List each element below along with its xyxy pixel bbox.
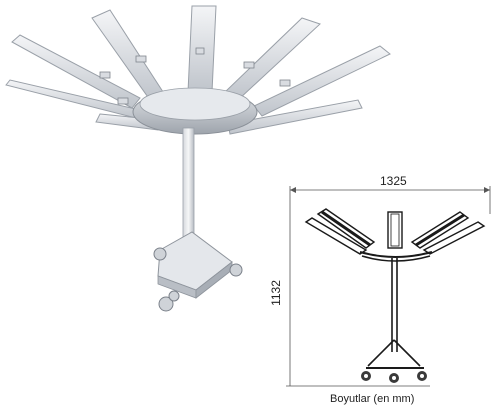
line-art-wheels (361, 371, 427, 383)
dimension-arrows (290, 187, 490, 193)
rotor-hub (132, 87, 258, 135)
dimension-lines (286, 186, 491, 387)
height-dimension-label: 1132 (268, 280, 283, 306)
machine-line-art (304, 208, 486, 369)
rotor-arms (5, 5, 391, 135)
caster-wheel (229, 263, 243, 277)
width-dimension-label: 1325 (380, 174, 407, 188)
rotor-arm (11, 34, 141, 109)
rotor-arm (227, 99, 363, 135)
rotor-arm (253, 45, 391, 117)
caster-wheel (168, 290, 180, 302)
wheeled-base (153, 231, 243, 312)
arm-clips (99, 47, 291, 105)
caster-wheel (158, 296, 174, 312)
dimensions-caption: Boyutlar (en mm) (330, 393, 415, 405)
caster-wheel (153, 247, 167, 261)
